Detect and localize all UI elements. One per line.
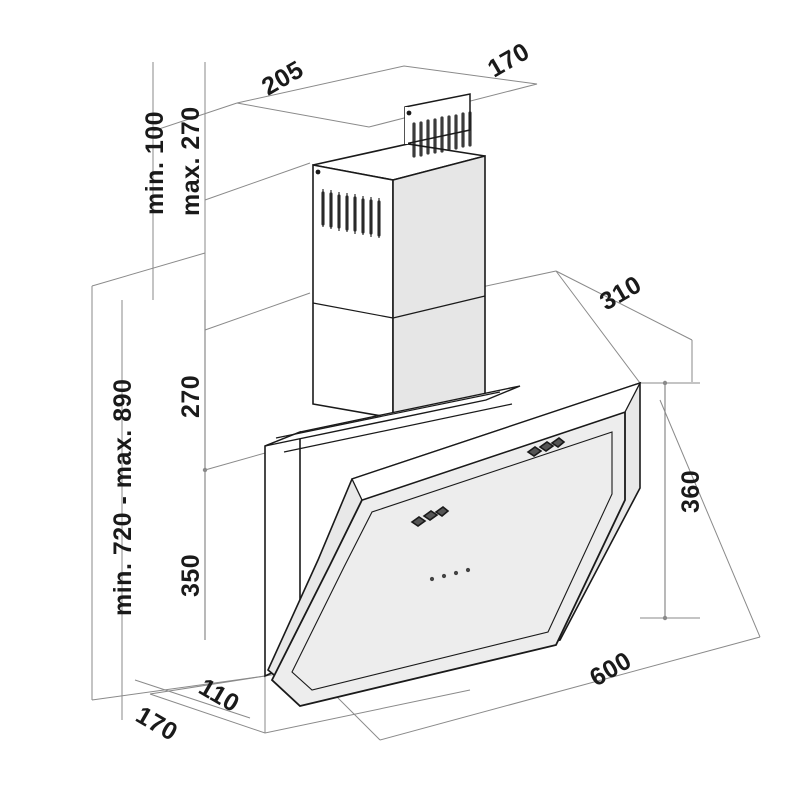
label-section-270: 270 [177, 375, 205, 418]
glass-top-edge [351, 381, 642, 501]
label-total-height-range: min. 720 - max. 890 [109, 379, 137, 616]
label-chimney-width-170: 170 [483, 37, 534, 83]
hood-body [264, 385, 521, 678]
label-section-350: 350 [177, 554, 205, 597]
label-chimney-depth-205: 205 [257, 55, 308, 101]
label-mount-min-100: min. 100 [141, 111, 169, 215]
label-depth-310: 310 [595, 270, 646, 316]
vent-slots-right [412, 111, 472, 158]
chimney-seam-left [312, 302, 394, 319]
vent-slots-left [321, 189, 381, 238]
label-mount-max-270: max. 270 [177, 106, 205, 216]
chimney-left-face [312, 164, 394, 419]
chimney-upper-section [312, 143, 486, 420]
mounting-hole-icon-top [406, 110, 412, 116]
mounting-hole-icon [315, 169, 321, 175]
glass-panel-bevel [291, 431, 613, 691]
chimney-right-face [392, 154, 486, 420]
chimney-seam [392, 295, 486, 319]
control-knobs[interactable] [410, 436, 566, 527]
label-wall-offset-170: 170 [131, 701, 182, 747]
label-front-height-360: 360 [677, 470, 705, 513]
glass-panel-front [270, 410, 626, 707]
indicator-dots [429, 567, 471, 582]
label-width-600: 600 [585, 646, 636, 692]
glass-panel-assembly [267, 381, 642, 707]
dimension-lines [202, 300, 668, 640]
